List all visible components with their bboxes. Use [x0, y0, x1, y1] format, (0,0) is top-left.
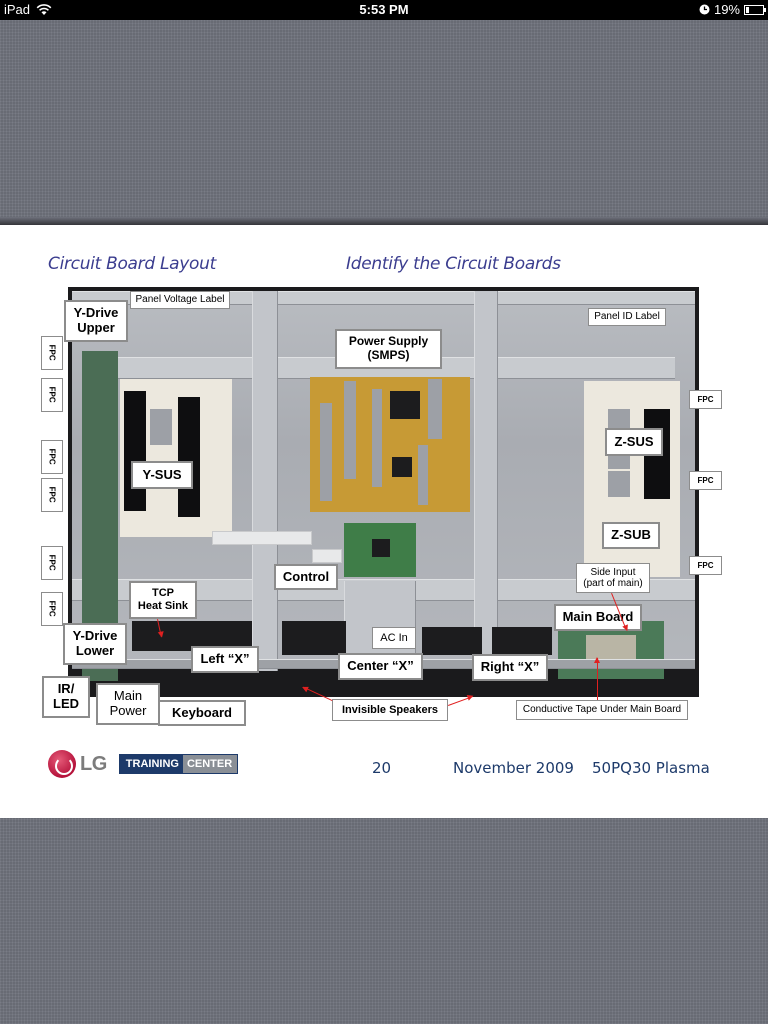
training-label: TRAINING [119, 755, 183, 773]
label-side-input: Side Input (part of main) [576, 563, 650, 593]
label-z-sus: Z-SUS [605, 428, 663, 456]
arrow-speaker-right [448, 696, 473, 706]
label-right-x: Right “X” [472, 654, 548, 681]
label-fpc: FPC [41, 592, 63, 626]
battery-icon [744, 4, 766, 15]
control-board [344, 523, 416, 577]
label-y-drive-lower: Y-Drive Lower [63, 623, 127, 665]
label-fpc: FPC [689, 471, 722, 490]
footer-date: November 2009 [453, 759, 574, 777]
label-invisible-speakers: Invisible Speakers [332, 699, 448, 721]
background-linen-bottom [0, 818, 768, 1024]
footer-model: 50PQ30 Plasma [592, 759, 710, 777]
lg-logo-text: LG [80, 752, 107, 775]
document-page: Circuit Board Layout Identify the Circui… [0, 225, 768, 818]
label-fpc: FPC [41, 546, 63, 580]
label-main-board: Main Board [554, 604, 642, 631]
power-supply-board [310, 377, 470, 512]
wifi-icon [36, 3, 52, 15]
lg-training-center-logo: LG TRAINING CENTER [48, 750, 239, 778]
label-y-sus: Y-SUS [131, 461, 193, 489]
arrow-conductive-tape [597, 658, 598, 700]
label-fpc: FPC [41, 478, 63, 512]
slide-title-right: Identify the Circuit Boards [346, 254, 561, 274]
status-bar: iPad 5:53 PM 19% [0, 0, 768, 20]
label-left-x: Left “X” [191, 646, 259, 673]
label-fpc: FPC [41, 336, 63, 370]
label-ac-in: AC In [372, 627, 416, 649]
center-label: CENTER [182, 755, 238, 773]
label-power-supply: Power Supply (SMPS) [335, 329, 442, 369]
label-y-drive-upper: Y-Drive Upper [64, 300, 128, 342]
clock-icon [699, 4, 710, 15]
label-conductive-tape: Conductive Tape Under Main Board [516, 700, 688, 720]
page-number: 20 [372, 759, 392, 777]
device-name: iPad [4, 2, 31, 17]
label-fpc: FPC [41, 378, 63, 412]
label-panel-id: Panel ID Label [588, 308, 666, 326]
label-main-power: Main Power [96, 683, 160, 725]
y-sus-board [120, 379, 232, 537]
label-tcp-heat-sink: TCP Heat Sink [129, 581, 197, 619]
label-z-sub: Z-SUB [602, 522, 660, 549]
label-control: Control [274, 564, 338, 590]
background-linen-top [0, 20, 768, 225]
battery-percent: 19% [713, 2, 740, 17]
label-fpc: FPC [689, 390, 722, 409]
label-fpc: FPC [689, 556, 722, 575]
lg-logo-icon [48, 750, 76, 778]
clock: 5:53 PM [359, 2, 409, 17]
label-panel-voltage: Panel Voltage Label [130, 291, 230, 309]
slide-title-left: Circuit Board Layout [48, 254, 216, 274]
label-ir-led: IR/ LED [42, 676, 90, 718]
label-fpc: FPC [41, 440, 63, 474]
label-keyboard: Keyboard [158, 700, 246, 726]
label-center-x: Center “X” [338, 653, 423, 680]
